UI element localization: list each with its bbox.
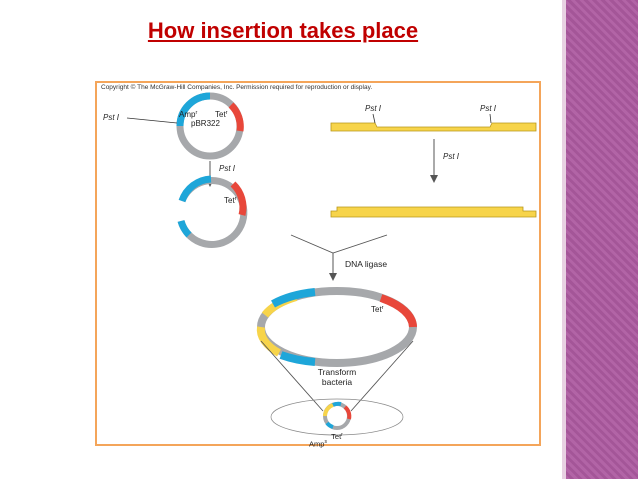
recombinant-plasmid: Tetr — [256, 287, 417, 367]
side-band-edge — [562, 0, 566, 479]
cut-amp-gene — [178, 175, 212, 203]
colony-tet-label: Tetr — [331, 432, 343, 441]
slide-title: How insertion takes place — [147, 18, 419, 43]
mini-amp-top — [332, 401, 342, 407]
dna-ligase-label: DNA ligase — [345, 259, 387, 269]
foreign-digest-enzyme: Pst I — [443, 152, 460, 161]
cut-tet-gene — [230, 181, 247, 216]
decorative-side-band — [566, 0, 638, 479]
split-amp-gene-bottom — [279, 351, 316, 366]
bacterium-outline — [270, 398, 404, 436]
amp-resistance-gene — [176, 92, 211, 127]
digest-enzyme-label: Pst I — [219, 164, 236, 173]
foreign-pst1-left-pointer — [372, 113, 376, 124]
plasmid-name: pBR322 — [191, 119, 220, 128]
mini-amp-bottom — [325, 421, 334, 429]
plasmid-pbr322: Ampr Tetr pBR322 Pst I — [103, 92, 244, 160]
colony-amp-label: Amps — [309, 439, 327, 449]
foreign-dna: Pst I Pst I Pst I — [330, 104, 537, 218]
transform-line-right — [350, 340, 414, 412]
foreign-pst1-left: Pst I — [365, 104, 382, 113]
split-amp-gene-top — [271, 288, 316, 308]
mini-insert — [323, 403, 334, 417]
tet-resistance-gene — [228, 102, 244, 132]
transform-label-line1: Transform — [318, 367, 356, 377]
foreign-pst1-right-pointer — [489, 113, 492, 124]
transform-label-line2: bacteria — [322, 377, 353, 387]
mini-tet — [343, 405, 352, 420]
transform-line-left — [260, 340, 324, 412]
foreign-dna-strand — [330, 122, 537, 132]
ligation-merge-lines — [290, 234, 388, 254]
cut-tet-label: Tetr — [224, 196, 237, 205]
insertion-diagram: Ampr Tetr pBR322 Pst I Pst I Tetr Pst I — [103, 92, 537, 441]
figure-frame: Copyright © The McGraw-Hill Companies, I… — [95, 81, 541, 449]
foreign-pst1-right: Pst I — [480, 104, 497, 113]
insert-bottom — [256, 326, 282, 357]
amp-label: Ampr — [179, 110, 197, 119]
pst1-site-label: Pst I — [103, 113, 120, 122]
transformed-bacterium: Tetr — [270, 398, 404, 441]
pst1-site-pointer — [126, 117, 178, 124]
cut-plasmid: Tetr — [177, 175, 248, 249]
copyright-notice: Copyright © The McGraw-Hill Companies, I… — [101, 84, 373, 91]
tet-label: Tetr — [215, 110, 228, 119]
recombinant-tet-label: Tetr — [371, 305, 384, 314]
cut-foreign-fragment — [330, 206, 537, 218]
recombinant-tet-gene — [379, 294, 417, 328]
cut-amp-gene-end — [177, 219, 192, 238]
